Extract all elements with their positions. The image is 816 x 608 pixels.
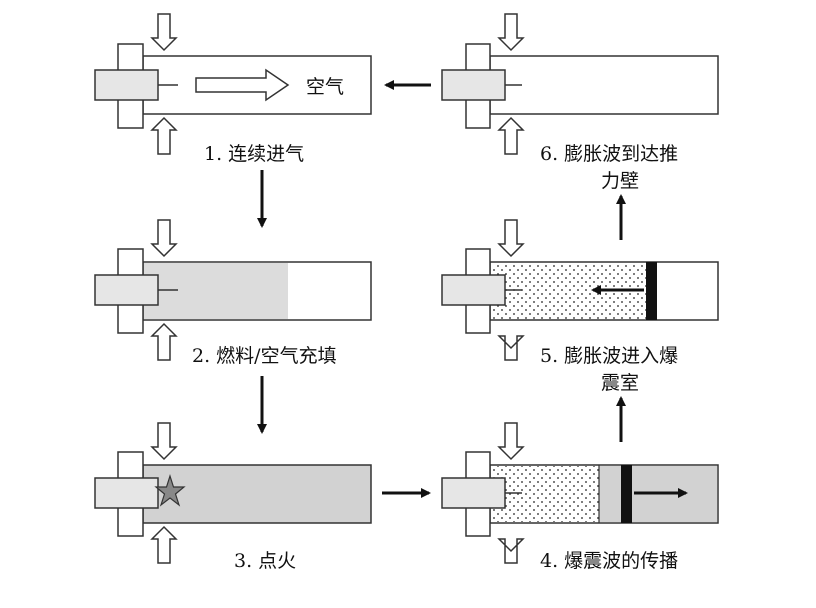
stage-1-group	[94, 13, 372, 155]
stage-3-inlet-top-icon	[150, 422, 178, 461]
stage-2-group	[94, 219, 372, 361]
stage-2-inlet-bottom-icon	[150, 322, 178, 361]
stage-3-group	[94, 422, 372, 564]
stage-6-valve-plug	[441, 69, 506, 101]
stage-2-mixture-fill	[144, 263, 288, 319]
stage-3-tube	[142, 464, 372, 524]
stage-4-valve-plug	[441, 477, 506, 509]
stage-3-label: 3. 点火	[234, 550, 297, 572]
stage-5-inlet-bottom-icon	[497, 335, 525, 361]
stage-6-inlet-bottom-icon	[497, 116, 525, 155]
stage-2-label: 2. 燃料/空气充填	[192, 345, 337, 367]
stage-5-valve-plug	[441, 274, 506, 306]
stage-1-valve-plug	[94, 69, 159, 101]
stage-5-inlet-top-icon	[497, 219, 525, 258]
stage-5-group	[441, 219, 719, 361]
stage-6-label-line2: 力壁	[601, 170, 640, 192]
stage-4-burnt-gas	[491, 466, 599, 522]
stage-1-air-flow-arrow-icon	[195, 68, 290, 102]
stage-4-group	[441, 422, 719, 564]
stage-6-group	[441, 13, 719, 155]
stage-6-inlet-top-icon	[497, 13, 525, 52]
stage-4-wave-bar	[621, 465, 632, 523]
stage-6-tube	[489, 55, 719, 115]
stage-1-inlet-bottom-icon	[150, 116, 178, 155]
stage-2-inlet-top-icon	[150, 219, 178, 258]
stage-1-label: 1. 连续进气	[204, 143, 305, 165]
stage-3-inlet-bottom-icon	[150, 525, 178, 564]
stage-2-valve-plug	[94, 274, 159, 306]
stage-4-label: 4. 爆震波的传播	[540, 550, 679, 572]
stage-6-label-line1: 6. 膨胀波到达推	[540, 143, 679, 165]
stage-3-valve-plug	[94, 477, 159, 509]
stage-4-inlet-bottom-icon	[497, 538, 525, 564]
stage-5-label-line2: 震室	[601, 372, 640, 394]
stage-3-ignition-star-icon	[154, 474, 186, 507]
stage-1-inlet-top-icon	[150, 13, 178, 52]
stage-4-inlet-top-icon	[497, 422, 525, 461]
stage-1-air-label: 空气	[306, 76, 345, 98]
stage-5-label-line1: 5. 膨胀波进入爆	[540, 345, 679, 367]
stage-5-wave-bar	[646, 262, 657, 320]
